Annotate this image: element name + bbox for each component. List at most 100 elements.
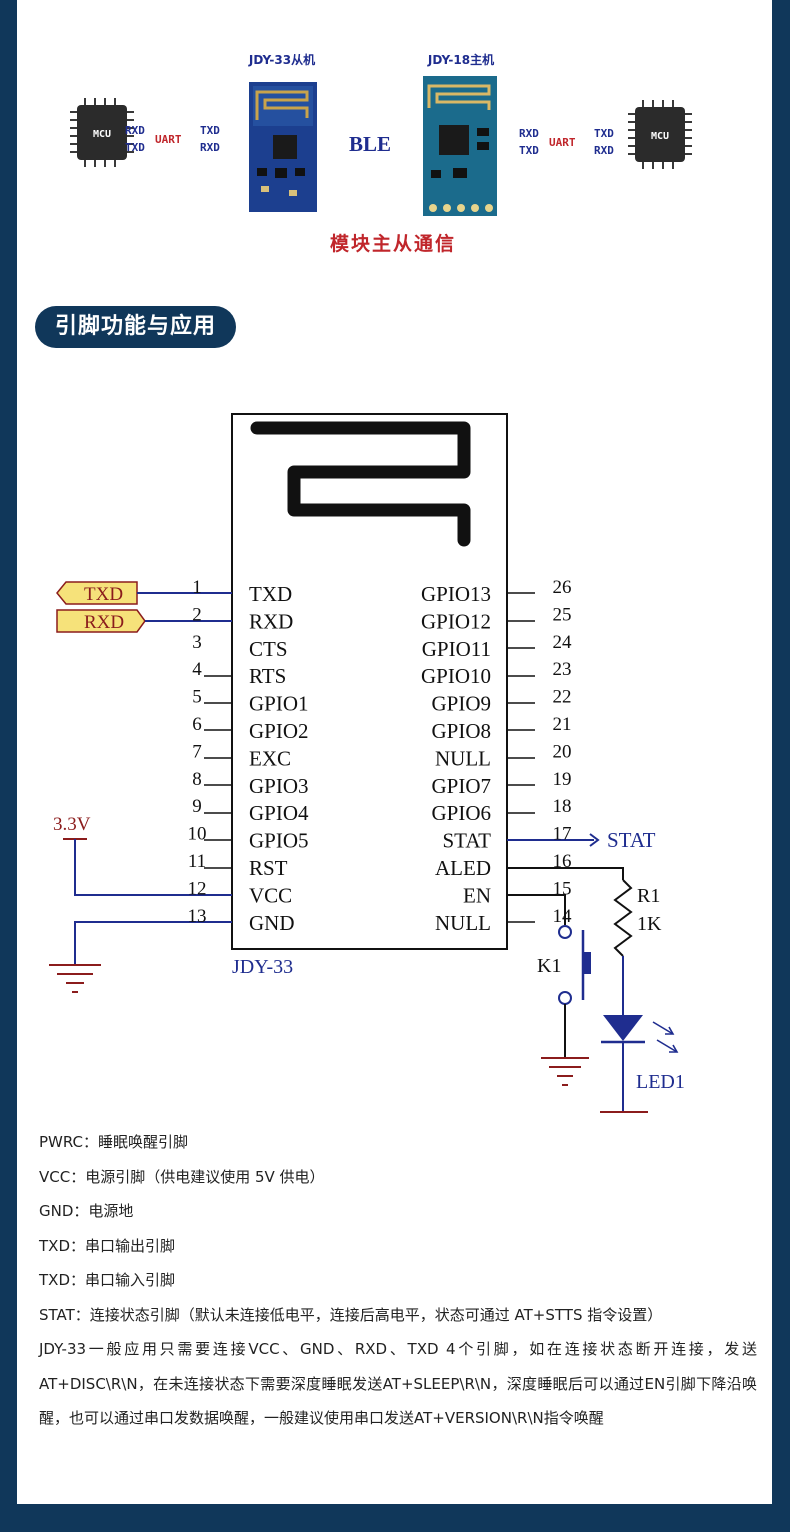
left-pin-number: 13 xyxy=(188,906,207,927)
right-pin-number: 14 xyxy=(553,906,573,927)
antenna-trace xyxy=(250,421,471,547)
stat-output-label: STAT xyxy=(607,828,656,852)
vcc-wire xyxy=(74,839,232,896)
right-pin-number: 23 xyxy=(553,659,572,680)
master-slave-diagram: MCU RXD TXD UART TXD RXD JDY-33从机 BLE JD… xyxy=(70,52,692,255)
rxd-port-label: RXD xyxy=(84,612,124,633)
desc-gnd: GND：电源地 xyxy=(39,1202,134,1220)
left-pin-number: 5 xyxy=(192,687,202,708)
left-pin-stubs xyxy=(204,675,232,869)
right-pin-name: STAT xyxy=(443,829,492,853)
pin-schematic: TXD RXD 3.3V STAT R1 1K LED1 xyxy=(49,413,685,1113)
led-label: LED1 xyxy=(636,1071,685,1093)
resistor-r1 xyxy=(613,879,633,957)
right-pin-number: 25 xyxy=(553,604,572,625)
left-pin-name: GPIO4 xyxy=(249,801,309,825)
desc-vcc: VCC：电源引脚（供电建议使用 5V 供电） xyxy=(39,1167,325,1186)
left-pin-number: 10 xyxy=(188,824,207,845)
left-module-pin-rx: RXD xyxy=(200,141,220,154)
left-pin-number: 2 xyxy=(192,604,202,625)
left-pin-number: 4 xyxy=(192,659,202,680)
right-pin-stubs xyxy=(507,592,535,923)
resistor-name: R1 xyxy=(637,885,660,907)
ground-symbol-switch xyxy=(541,1057,589,1086)
right-pin-name: GPIO10 xyxy=(421,664,491,688)
left-pin-name: RTS xyxy=(249,664,286,688)
ground-symbol-left xyxy=(49,964,101,993)
left-pin-name: GPIO5 xyxy=(249,829,309,853)
diagram-caption: 模块主从通信 xyxy=(330,232,456,255)
right-pin-name: GPIO12 xyxy=(421,609,491,633)
desc-txd: TXD：串口输出引脚 xyxy=(39,1236,175,1255)
chip-name: JDY-33 xyxy=(232,956,293,978)
supply-label: 3.3V xyxy=(53,814,91,835)
slave-module-label: JDY-33从机 xyxy=(248,52,315,67)
right-pin-number: 24 xyxy=(553,632,573,653)
left-pin-number: 11 xyxy=(188,851,206,872)
right-pin-name: GPIO13 xyxy=(421,582,491,606)
right-pin-name: GPIO7 xyxy=(431,774,491,798)
right-pin-name: GPIO11 xyxy=(422,637,491,661)
product-detail-sheet: MCU RXD TXD UART TXD RXD JDY-33从机 BLE JD… xyxy=(17,0,772,1504)
left-pin-name: VCC xyxy=(249,883,292,907)
desc-rxd: TXD：串口输入引脚 xyxy=(39,1271,175,1289)
right-pin-name: GPIO9 xyxy=(431,692,491,716)
right-pin-number: 15 xyxy=(553,878,572,899)
right-pin-number: 21 xyxy=(553,714,572,735)
ble-label: BLE xyxy=(349,132,391,156)
left-pin-number: 12 xyxy=(188,878,207,899)
left-pin-name: CTS xyxy=(249,637,288,661)
left-pin-list: TXD1RXD2CTS3RTS4GPIO15GPIO26EXC7GPIO38GP… xyxy=(188,577,310,935)
switch-actuator xyxy=(583,952,591,974)
led1-symbol xyxy=(603,1015,643,1041)
right-pin-name: NULL xyxy=(435,746,491,770)
left-pin-number: 1 xyxy=(192,577,202,598)
right-pin-name: GPIO6 xyxy=(431,801,491,825)
desc-stat: STAT：连接状态引脚（默认未连接低电平，连接后高电平，状态可通过 AT+STT… xyxy=(39,1305,663,1324)
ground-symbol-led xyxy=(600,1111,648,1113)
aled-wire xyxy=(507,867,624,880)
right-pin-name: ALED xyxy=(435,856,491,880)
left-uart-label: UART xyxy=(155,133,182,146)
left-mcu-pin-rx: RXD xyxy=(125,124,145,137)
left-pin-name: GPIO3 xyxy=(249,774,309,798)
left-pin-name: GPIO1 xyxy=(249,692,309,716)
right-module-pin-rx: RXD xyxy=(519,127,539,140)
left-pin-number: 8 xyxy=(192,769,202,790)
switch-bottom-contact xyxy=(558,991,572,1005)
right-pin-number: 16 xyxy=(553,851,572,872)
right-pin-name: GPIO8 xyxy=(431,719,491,743)
left-pin-name: GPIO2 xyxy=(249,719,309,743)
right-pin-number: 19 xyxy=(553,769,572,790)
section-title: 引脚功能与应用 xyxy=(35,306,237,348)
left-pin-number: 7 xyxy=(192,741,202,762)
left-pin-number: 9 xyxy=(192,796,202,817)
pin-descriptions: PWRC：睡眠唤醒引脚 VCC：电源引脚（供电建议使用 5V 供电） GND：电… xyxy=(39,1125,757,1436)
right-module-pin-tx: TXD xyxy=(519,144,539,157)
switch-top-contact xyxy=(558,925,572,939)
desc-pwrc: PWRC：睡眠唤醒引脚 xyxy=(39,1133,189,1151)
master-module-board xyxy=(423,76,497,216)
right-uart-label: UART xyxy=(549,136,576,149)
right-mcu-pin-tx: TXD xyxy=(594,127,614,140)
right-mcu-label: MCU xyxy=(651,131,669,142)
right-pin-number: 20 xyxy=(553,741,572,762)
right-pin-name: EN xyxy=(463,883,491,907)
left-pin-number: 6 xyxy=(192,714,202,735)
right-pin-number: 17 xyxy=(553,824,572,845)
en-wire xyxy=(507,894,566,925)
right-pin-number: 22 xyxy=(553,687,572,708)
led-emission-arrows xyxy=(652,1021,679,1053)
left-pin-name: RXD xyxy=(249,609,293,633)
left-mcu-chip xyxy=(70,98,134,167)
left-pin-name: GND xyxy=(249,911,295,935)
switch-name: K1 xyxy=(537,955,561,977)
left-pin-name: RST xyxy=(249,856,288,880)
right-mcu-pin-rx: RXD xyxy=(594,144,614,157)
left-module-pin-tx: TXD xyxy=(200,124,220,137)
chip-body xyxy=(231,413,508,950)
left-pin-name: TXD xyxy=(249,582,292,606)
resistor-value: 1K xyxy=(637,913,662,935)
right-pin-number: 18 xyxy=(553,796,572,817)
rxd-port-tag xyxy=(56,609,146,633)
